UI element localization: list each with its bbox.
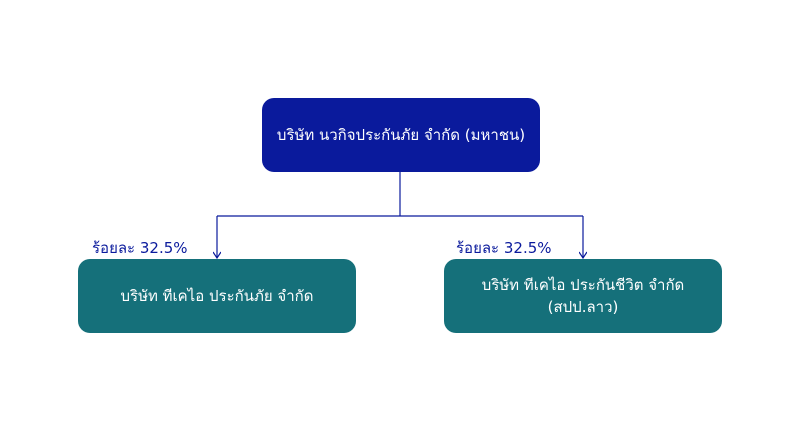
- subsidiary-name-line2: (สปป.ลาว): [547, 298, 619, 316]
- subsidiary-box-general-insurance: บริษัท ทีเคไอ ประกันภัย จำกัด: [78, 259, 356, 333]
- subsidiary-name-line1: บริษัท ทีเคไอ ประกันชีวิต จำกัด: [481, 276, 685, 294]
- ownership-label-right: ร้อยละ 32.5%: [456, 239, 552, 257]
- ownership-label-left: ร้อยละ 32.5%: [92, 239, 188, 257]
- subsidiary-box-life-insurance: บริษัท ทีเคไอ ประกันชีวิต จำกัด (สปป.ลาว…: [444, 259, 722, 333]
- parent-company-name: บริษัท นวกิจประกันภัย จำกัด (มหาชน): [276, 126, 526, 144]
- subsidiary-name-line1: บริษัท ทีเคไอ ประกันภัย จำกัด: [120, 287, 314, 305]
- parent-company-box: บริษัท นวกิจประกันภัย จำกัด (มหาชน): [262, 98, 540, 172]
